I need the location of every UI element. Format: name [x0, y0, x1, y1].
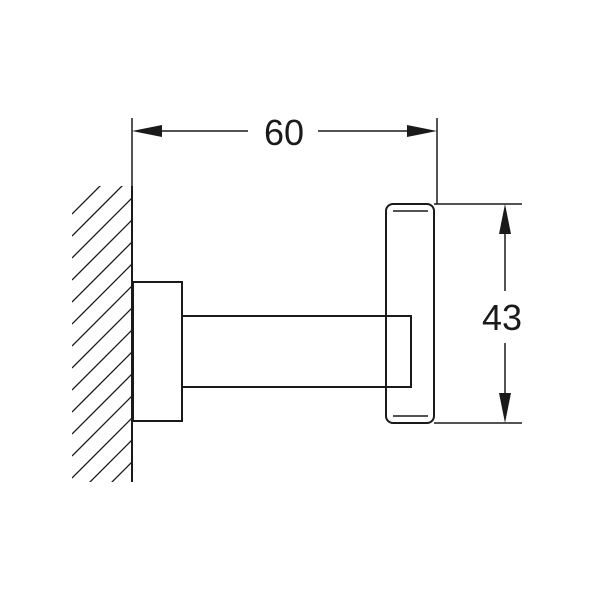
width-dimension: 60 — [131, 112, 438, 204]
hook-end-cap — [385, 203, 435, 424]
wall-rosette — [132, 281, 183, 422]
height-dimension-label: 43 — [482, 297, 522, 338]
arrow-down-icon — [499, 393, 511, 423]
wall-hatching — [72, 186, 132, 482]
height-dimension: 43 — [434, 203, 522, 424]
width-dimension-label: 60 — [264, 112, 304, 153]
arrow-right-icon — [407, 125, 437, 137]
arrow-left-icon — [132, 125, 162, 137]
hook-arm — [181, 315, 412, 388]
arrow-up-icon — [499, 204, 511, 234]
